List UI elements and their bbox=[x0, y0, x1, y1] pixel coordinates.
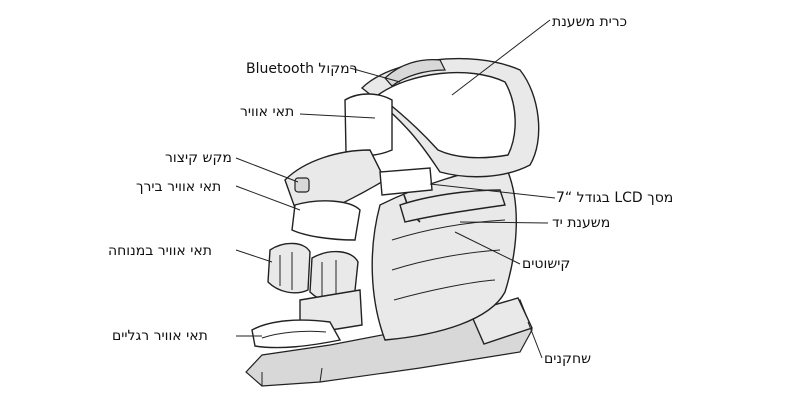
hip-cushion bbox=[291, 200, 361, 241]
foot-cushion bbox=[251, 319, 342, 349]
arm-rest-part bbox=[399, 189, 506, 223]
label-decoration: קישוטים bbox=[522, 256, 571, 272]
quick-key-part bbox=[294, 177, 310, 193]
label-arm-rest: משענת יד bbox=[552, 215, 611, 231]
pillow-part bbox=[376, 71, 516, 159]
label-quick-key: מקש קיצור bbox=[165, 150, 232, 166]
label-air-cells: תאי אוויר bbox=[240, 104, 295, 120]
label-lcd-screen: מסך LCD בגודל “7 bbox=[556, 190, 674, 206]
seat-pad-left bbox=[267, 242, 311, 294]
speaker-part bbox=[384, 59, 446, 87]
label-casters: שחקנים bbox=[544, 351, 592, 367]
label-air-cells-armrest: תאי אוויר במנוחה bbox=[108, 243, 212, 259]
label-bluetooth-speaker: רמקול Bluetooth bbox=[246, 61, 358, 77]
label-pillow: כרית משענת bbox=[552, 14, 628, 30]
label-air-cells-feet: תאי אוויר רגליים bbox=[112, 328, 208, 344]
leader-lines bbox=[235, 19, 556, 359]
lcd-screen-part bbox=[379, 167, 433, 196]
decoration-stripes bbox=[391, 219, 506, 301]
label-air-cells-hip: תאי אוויר בירך bbox=[136, 179, 222, 195]
backrest-cushion bbox=[344, 93, 393, 157]
